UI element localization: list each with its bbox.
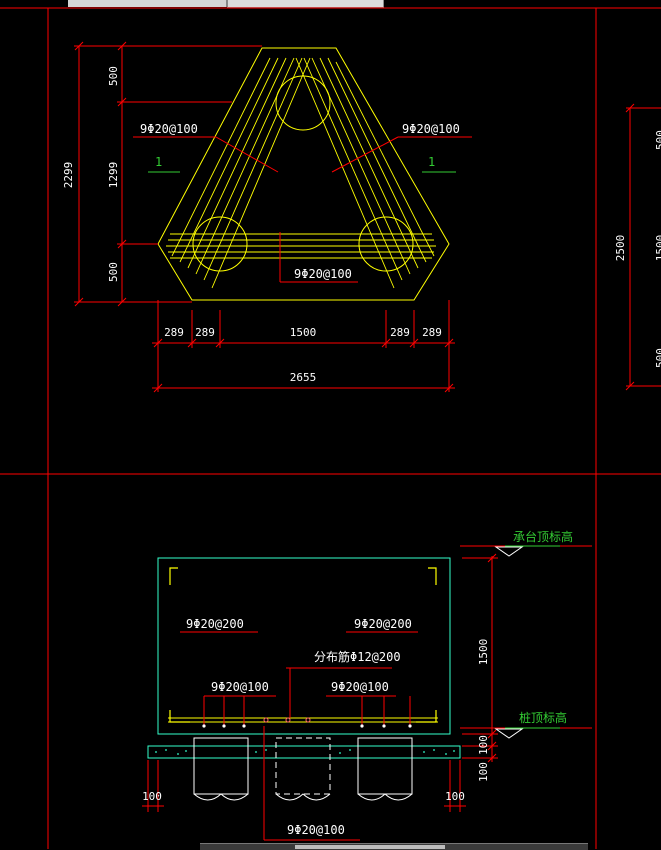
plan-view: 500 1299 500 2299 289 289 1500 289 289	[62, 41, 472, 393]
section-bottom-dims	[142, 760, 466, 812]
cushion-layer	[147, 745, 461, 759]
viewport-frame	[0, 7, 661, 849]
rebar-band-left	[171, 57, 311, 289]
rebar-label-bottom: 9Φ20@100	[294, 267, 352, 281]
rebar-top-right: 9Φ20@200	[354, 617, 412, 631]
drawing-tab-1[interactable]	[68, 0, 227, 7]
elevation-markers	[460, 545, 592, 739]
rebar-band-right	[295, 57, 435, 289]
section-dim-100-right: 100	[445, 790, 465, 803]
dim-500-top: 500	[107, 66, 120, 86]
section-dim-100-b: 100	[477, 762, 490, 782]
dim-500-bottom: 500	[107, 262, 120, 282]
rebar-top-left: 9Φ20@200	[186, 617, 244, 631]
section-mark-left: 1	[155, 155, 162, 169]
dim-2299: 2299	[62, 162, 75, 189]
side-dim-500-bottom: 500	[654, 348, 661, 368]
rebar-band-bottom	[166, 233, 436, 259]
plan-leaders	[133, 136, 472, 283]
elev-label-pile-top: 桩顶标高	[519, 710, 567, 725]
dim-2655: 2655	[290, 371, 317, 384]
rebar-bottom-right: 9Φ20@100	[331, 680, 389, 694]
rebar-section-dots	[202, 724, 412, 728]
side-view-partial: 2500 500 1500 500	[614, 103, 661, 391]
pile-right	[357, 737, 413, 801]
section-view: 承台顶标高 桩顶标高	[142, 529, 592, 841]
rebar-distribution: 分布筋Φ12@200	[314, 649, 401, 664]
section-vertical-dims	[462, 553, 498, 763]
section-leaders	[180, 631, 418, 841]
section-dim-100-left: 100	[142, 790, 162, 803]
pile-left	[193, 737, 249, 801]
section-dim-1500: 1500	[477, 639, 490, 666]
rebar-label-right: 9Φ20@100	[402, 122, 460, 136]
side-dim-2500: 2500	[614, 235, 627, 262]
dist-rebar-dots	[263, 717, 311, 723]
dim-1500: 1500	[290, 326, 317, 339]
pile-circle-top	[275, 75, 331, 131]
pile-circle-left	[192, 216, 248, 272]
dim-289-d: 289	[422, 326, 442, 339]
section-mark-right: 1	[428, 155, 435, 169]
dim-1299: 1299	[107, 162, 120, 189]
rebar-pile-anchor: 9Φ20@100	[287, 823, 345, 837]
elev-label-cap-top: 承台顶标高	[513, 529, 573, 544]
dim-289-c: 289	[390, 326, 410, 339]
rebar-bottom-left: 9Φ20@100	[211, 680, 269, 694]
plan-horizontal-dims	[152, 300, 455, 393]
dim-289-b: 289	[195, 326, 215, 339]
side-dim-1500: 1500	[654, 235, 661, 262]
dim-289-a: 289	[164, 326, 184, 339]
plan-vertical-dims	[74, 41, 262, 307]
scrollbar-thumb[interactable]	[295, 845, 445, 849]
cap-outline	[157, 557, 451, 735]
rebar-label-left: 9Φ20@100	[140, 122, 198, 136]
pile-middle	[275, 737, 331, 801]
horizontal-scrollbar[interactable]	[200, 843, 588, 850]
pile-circle-right	[358, 216, 414, 272]
cap-cover-marks	[169, 567, 437, 723]
side-dim-500-top: 500	[654, 130, 661, 150]
section-dim-100-a: 100	[477, 735, 490, 755]
